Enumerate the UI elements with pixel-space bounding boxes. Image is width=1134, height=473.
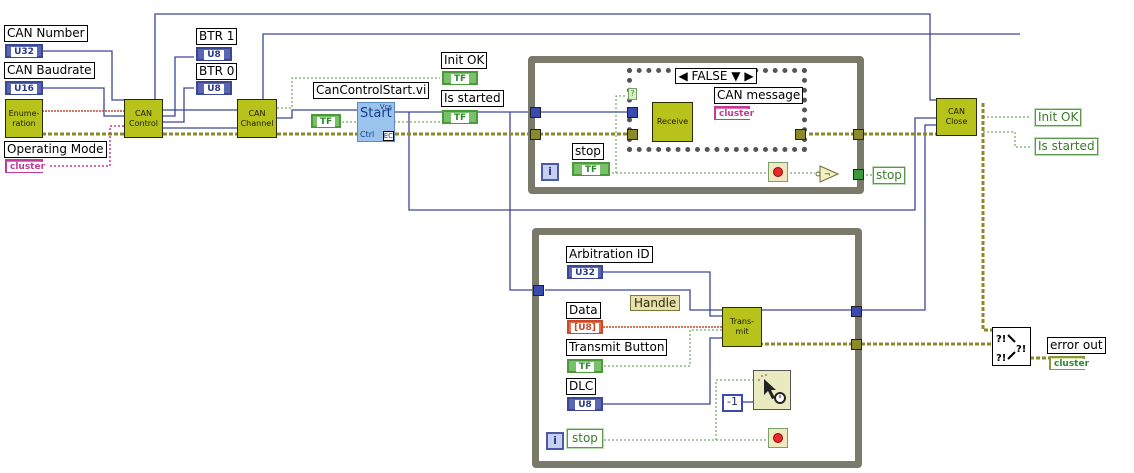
wire-start-down <box>408 112 936 211</box>
wire-can-baudrate <box>42 87 125 117</box>
not-gate-icon: ¬ <box>815 165 840 183</box>
stop-out-indicator: stop <box>873 167 905 184</box>
wire-transmit-button <box>600 329 722 367</box>
arbitration-id-label: Arbitration ID <box>566 246 653 263</box>
case-tunnel-error-out <box>795 129 806 140</box>
case-tunnel-handle <box>627 107 638 118</box>
transmit-button-label: Transmit Button <box>566 339 668 356</box>
receive-stop-label: stop <box>572 143 604 160</box>
enumeration-node[interactable]: Enume- ration <box>5 99 43 138</box>
data-label: Data <box>566 302 601 319</box>
transmit-button-control[interactable]: TF <box>567 359 603 373</box>
error-out-label: error out <box>1047 337 1106 354</box>
wire-channel-start <box>277 109 358 119</box>
case-prev-arrow[interactable]: ◀ <box>678 69 688 83</box>
merge-errors-node[interactable]: ?! ?! ?! <box>992 327 1031 366</box>
case-selector[interactable]: ◀ FALSE ▼ ▶ <box>675 68 757 84</box>
transmit-loop-tunnel-error-out <box>851 339 862 350</box>
can-channel-node[interactable]: CAN Channel <box>237 99 277 138</box>
receive-node[interactable]: Receive <box>652 102 693 142</box>
wire-dlc <box>600 337 722 405</box>
wire-channel-initok <box>277 77 440 109</box>
wire-operating-mode <box>42 125 125 167</box>
can-number-label: CAN Number <box>4 25 88 42</box>
wire-handle-top <box>154 13 936 111</box>
is-started-label: Is started <box>441 90 504 107</box>
receive-while-loop[interactable] <box>528 56 864 194</box>
start-vi-label: CanControlStart.vi <box>313 82 430 99</box>
dlc-control[interactable]: U8 <box>567 397 603 411</box>
start-vi-vcs: Vcs <box>379 103 392 111</box>
can-baudrate-control[interactable]: U16 <box>5 81 43 95</box>
receive-stop-control[interactable]: TF <box>572 162 610 176</box>
receive-loop-tunnel-error-in <box>530 129 541 140</box>
svg-text:?!: ?! <box>1016 344 1026 355</box>
wire-channel-up <box>262 33 1020 100</box>
svg-text:?!: ?! <box>996 353 1006 364</box>
transmit-node[interactable]: Trans- mit <box>722 307 762 347</box>
cursor-clock-icon <box>758 374 786 404</box>
wait-timeout-constant[interactable]: -1 <box>722 394 743 412</box>
btr1-control[interactable]: U8 <box>196 47 232 61</box>
btr0-label: BTR 0 <box>196 63 238 80</box>
wire-btr0 <box>163 87 194 123</box>
receive-loop-tunnel-error-out <box>853 129 864 140</box>
wire-arbitration <box>600 271 722 317</box>
receive-iteration-terminal: i <box>541 163 559 181</box>
operating-mode-label: Operating Mode <box>4 141 107 158</box>
wire-can-number <box>42 50 125 101</box>
wait-for-event-node[interactable] <box>753 370 791 410</box>
case-next-arrow[interactable]: ▶ <box>744 69 754 83</box>
wire-handle-in-transmit <box>545 289 722 311</box>
wire-stop-case <box>615 95 626 173</box>
case-dropdown-icon[interactable]: ▼ <box>731 69 741 83</box>
receive-loop-stop-terminal <box>853 169 864 180</box>
wire-error-close-down <box>981 103 993 332</box>
receive-loop-tunnel-handle <box>530 107 541 118</box>
transmit-stop-control[interactable]: stop <box>567 429 603 448</box>
transmit-loop-tunnel-handle-in <box>533 285 544 296</box>
init-ok-indicator: TF <box>442 71 478 85</box>
operating-mode-control[interactable]: cluster <box>5 159 49 173</box>
case-selector-value: FALSE <box>691 69 728 83</box>
wire-close-isstarted <box>983 131 1030 148</box>
init-ok-right-indicator: Init OK <box>1035 109 1082 126</box>
can-number-control[interactable]: U32 <box>5 44 43 58</box>
wire-handle-down <box>509 112 535 291</box>
case-tunnel-error-in <box>627 129 638 140</box>
transmit-stop-button-icon <box>768 428 788 448</box>
start-vi-ctrl: Ctrl <box>360 130 375 139</box>
wire-handle-close <box>860 124 936 311</box>
case-selector-terminal: ? <box>628 88 637 100</box>
start-vi-title: Start <box>360 106 392 121</box>
transmit-loop-tunnel-handle-out <box>851 306 862 317</box>
bool-constant[interactable]: TF <box>311 114 341 128</box>
can-message-indicator: cluster <box>714 106 758 120</box>
can-close-node[interactable]: CAN Close <box>936 98 977 136</box>
error-out-indicator: cluster <box>1049 356 1093 370</box>
merge-errors-icon: ?! ?! ?! <box>996 334 1026 364</box>
can-baudrate-label: CAN Baudrate <box>4 62 95 79</box>
can-control-start-vi[interactable]: Start Vcs Ctrl EC <box>357 102 395 142</box>
start-vi-ec: EC <box>382 131 394 141</box>
can-control-node[interactable]: CAN Control <box>124 99 163 138</box>
is-started-indicator: TF <box>442 110 478 124</box>
receive-stop-button-icon <box>768 162 788 182</box>
btr1-label: BTR 1 <box>196 28 238 45</box>
is-started-right-indicator: Is started <box>1035 138 1098 155</box>
init-ok-label: Init OK <box>441 52 488 69</box>
data-control[interactable]: [U8] <box>567 320 603 334</box>
svg-text:?!: ?! <box>996 334 1006 345</box>
transmit-iteration-terminal: i <box>546 432 564 450</box>
wire-stop-wait <box>715 379 754 440</box>
handle-label: Handle <box>630 295 681 311</box>
dlc-label: DLC <box>566 378 597 395</box>
can-message-label: CAN message <box>714 87 804 104</box>
btr0-control[interactable]: U8 <box>196 81 232 95</box>
wire-btr1 <box>163 56 194 117</box>
svg-text:¬: ¬ <box>824 170 831 179</box>
arbitration-id-control[interactable]: U32 <box>567 265 603 279</box>
